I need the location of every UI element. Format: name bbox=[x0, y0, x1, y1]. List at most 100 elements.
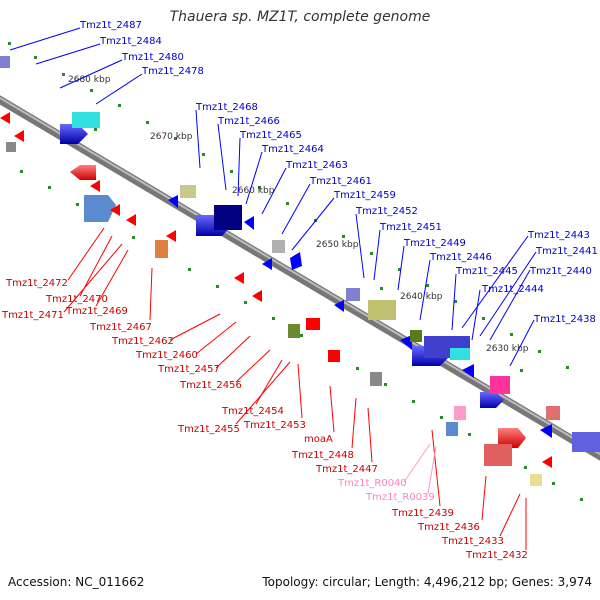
gene-label: Tmz1t_2446 bbox=[429, 252, 492, 263]
gene-label: Tmz1t_2469 bbox=[65, 306, 128, 317]
genome-backbone bbox=[0, 95, 600, 461]
tick-label: 2650 kbp bbox=[316, 240, 359, 250]
gene-tmz1t-2461[interactable] bbox=[262, 258, 272, 270]
tick-label: 2630 kbp bbox=[486, 344, 529, 354]
gene-label: Tmz1t_2472 bbox=[5, 278, 68, 289]
gene-label: Tmz1t_2453 bbox=[243, 420, 306, 431]
map-title: Thauera sp. MZ1T, complete genome bbox=[169, 9, 431, 25]
tick-label: 2680 kbp bbox=[68, 75, 111, 85]
gene-tmz1t-2440b[interactable] bbox=[462, 364, 474, 378]
kbp-ticks: 2680 kbp 2670 kbp 2660 kbp 2650 kbp 2640… bbox=[68, 75, 529, 354]
gene-tmz1t-2467[interactable] bbox=[84, 195, 116, 222]
gene-tmz1t-R0040[interactable] bbox=[454, 406, 466, 420]
gene-label: Tmz1t_2441 bbox=[535, 246, 598, 257]
gene-label: Tmz1t_2447 bbox=[315, 464, 378, 475]
gene-tmz1t-2454[interactable] bbox=[234, 272, 244, 284]
gene-tmz1t-2448[interactable] bbox=[328, 350, 340, 362]
gene-label: Tmz1t_2436 bbox=[417, 522, 480, 533]
tick-label: 2670 kbp bbox=[150, 132, 193, 142]
gene-tmz1t-2468[interactable] bbox=[168, 195, 178, 208]
gene-tmz1t-2438b[interactable] bbox=[540, 424, 552, 438]
gene-tmz1t-2478[interactable] bbox=[60, 124, 88, 144]
gene-label: Tmz1t_2466 bbox=[217, 116, 280, 127]
gene-label: Tmz1t_2480 bbox=[121, 52, 184, 63]
gene-label: Tmz1t_2484 bbox=[99, 36, 162, 47]
gene-label: Tmz1t_2449 bbox=[403, 238, 466, 249]
gene-label: Tmz1t_2464 bbox=[261, 144, 324, 155]
gene-label: Tmz1t_2440 bbox=[529, 266, 592, 277]
gene-label: Tmz1t_R0040 bbox=[337, 478, 407, 489]
gene-tmz1t-2469[interactable] bbox=[70, 165, 96, 180]
gene-label: Tmz1t_2470 bbox=[45, 294, 108, 305]
forward-gene-labels: Tmz1t_2487 Tmz1t_2484 Tmz1t_2480 Tmz1t_2… bbox=[79, 20, 598, 325]
gene-tmz1t-2456b[interactable] bbox=[166, 230, 176, 242]
gene-tmz1t-2478-cds[interactable] bbox=[72, 112, 100, 128]
gene-tmz1t-2452[interactable] bbox=[290, 252, 302, 270]
gene-label: Tmz1t_2463 bbox=[285, 160, 348, 171]
gene-label: Tmz1t_2457 bbox=[157, 364, 220, 375]
gene-tmz1t-2432[interactable] bbox=[530, 474, 542, 486]
tick-label: 2660 kbp bbox=[232, 186, 275, 196]
gene-tmz1t-2470[interactable] bbox=[14, 130, 24, 142]
gene-tmz1t-2464[interactable] bbox=[214, 205, 242, 230]
gene-tmz1t-2457[interactable] bbox=[126, 214, 136, 226]
gene-tmz1t-2444[interactable] bbox=[410, 330, 422, 342]
gene-label: Tmz1t_2443 bbox=[527, 230, 590, 241]
gene-tmz1t-2456[interactable] bbox=[155, 240, 168, 258]
genome-summary-text: Topology: circular; Length: 4,496,212 bp… bbox=[262, 575, 592, 589]
gene-tmz1t-2451[interactable] bbox=[334, 300, 344, 312]
gene-tmz1t-2466[interactable] bbox=[180, 185, 196, 198]
gene-tmz1t-2455[interactable] bbox=[252, 290, 262, 302]
gene-label: Tmz1t_2465 bbox=[239, 130, 302, 141]
gene-tmz1t-2487[interactable] bbox=[0, 56, 10, 68]
gene-pink-block[interactable] bbox=[490, 376, 510, 394]
gene-label: Tmz1t_2460 bbox=[135, 350, 198, 361]
gene-label: Tmz1t_2451 bbox=[379, 222, 442, 233]
gene-edge-forward[interactable] bbox=[572, 432, 600, 452]
rna-leaders bbox=[403, 443, 437, 495]
gene-label: Tmz1t_2455 bbox=[177, 424, 240, 435]
gene-label: Tmz1t_R0039 bbox=[365, 492, 435, 503]
gene-label: Tmz1t_2439 bbox=[391, 508, 454, 519]
gene-label: Tmz1t_2433 bbox=[441, 536, 504, 547]
gene-tmz1t-2446[interactable] bbox=[368, 300, 396, 320]
gene-label: Tmz1t_2432 bbox=[465, 550, 528, 561]
gene-tmz1t-2438[interactable] bbox=[480, 392, 504, 408]
gene-tmz1t-2471[interactable] bbox=[6, 142, 16, 152]
gene-label: Tmz1t_2487 bbox=[79, 20, 142, 31]
gene-label: Tmz1t_2462 bbox=[111, 336, 174, 347]
forward-genes[interactable] bbox=[0, 56, 600, 452]
gene-label: Tmz1t_2444 bbox=[481, 284, 544, 295]
gene-tmz1t-2460[interactable] bbox=[110, 204, 120, 216]
gene-tmz1t-2436[interactable] bbox=[484, 444, 512, 466]
tick-label: 2640 kbp bbox=[400, 292, 443, 302]
gene-tmz1t-2445[interactable] bbox=[400, 335, 412, 350]
genome-backbone-highlight bbox=[0, 96, 600, 456]
reverse-genes[interactable] bbox=[0, 112, 560, 486]
gene-tmz1t-R0039[interactable] bbox=[446, 422, 458, 436]
gene-label: Tmz1t_2478 bbox=[141, 66, 204, 77]
gene-label: Tmz1t_2454 bbox=[221, 406, 284, 417]
gene-tmz1t-2433[interactable] bbox=[542, 456, 552, 468]
gene-tmz1t-2440[interactable] bbox=[450, 348, 470, 360]
gene-label: Tmz1t_2438 bbox=[533, 314, 596, 325]
gene-label: Tmz1t_2448 bbox=[291, 450, 354, 461]
gene-tmz1t-2462[interactable] bbox=[90, 180, 100, 192]
gene-tmz1t-2447[interactable] bbox=[370, 372, 382, 386]
gene-tmz1t-2459[interactable] bbox=[272, 240, 285, 253]
gene-tmz1t-2453[interactable] bbox=[288, 324, 300, 338]
gene-moaA[interactable] bbox=[306, 318, 320, 330]
gene-tmz1t-2439[interactable] bbox=[498, 428, 526, 448]
gene-label: Tmz1t_2471 bbox=[1, 310, 64, 321]
gene-tmz1t-2463[interactable] bbox=[244, 216, 254, 230]
accession-text: Accession: NC_011662 bbox=[8, 575, 145, 589]
gene-label: Tmz1t_2461 bbox=[309, 176, 372, 187]
gene-tmz1t-2449[interactable] bbox=[346, 288, 360, 301]
gene-edge-reverse[interactable] bbox=[546, 406, 560, 420]
gene-label: Tmz1t_2452 bbox=[355, 206, 418, 217]
gene-tmz1t-2472[interactable] bbox=[0, 112, 10, 124]
gene-label: Tmz1t_2468 bbox=[195, 102, 258, 113]
gene-label: moaA bbox=[304, 434, 333, 445]
